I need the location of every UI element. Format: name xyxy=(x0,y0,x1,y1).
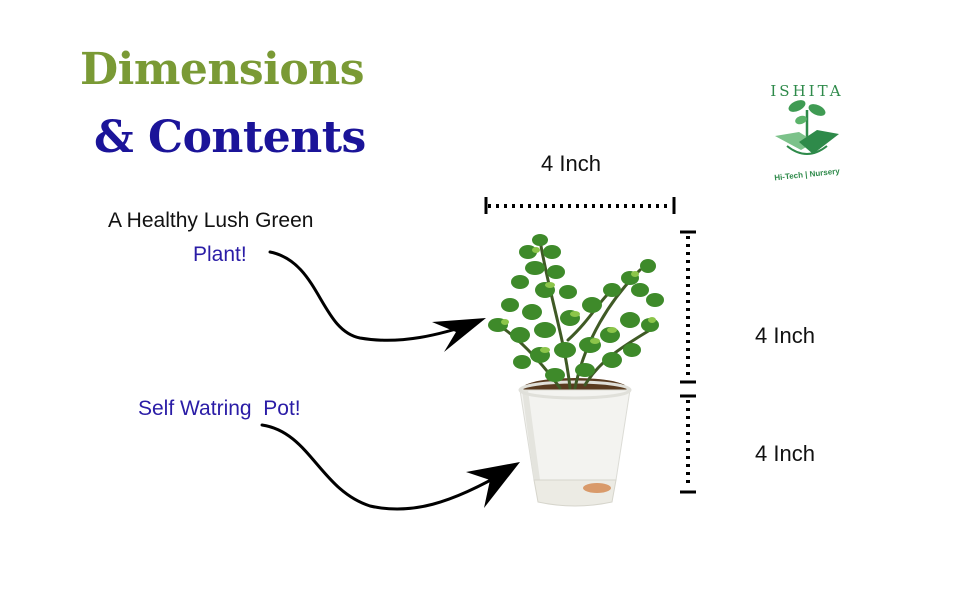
plant-height-dimension-line xyxy=(680,230,696,384)
heading-dimensions: Dimensions xyxy=(80,44,365,95)
plant-height-dimension-label: 4 Inch xyxy=(755,323,815,348)
plant-label-line1: A Healthy Lush Green xyxy=(108,209,314,232)
width-dimension-label: 4 Inch xyxy=(541,151,601,176)
plant-label-line2: Plant! xyxy=(193,243,247,266)
handshake-sprout-icon xyxy=(775,100,839,155)
width-dimension-line xyxy=(484,197,676,214)
pot-label: Self Watring Pot! xyxy=(138,397,301,420)
logo-name: ISHITA xyxy=(770,82,844,100)
ishita-nursery-logo: ISHITA Hi-Tech | Nursery xyxy=(757,76,857,188)
pot-height-dimension-line xyxy=(680,394,696,494)
jade-plant-image xyxy=(488,234,664,390)
heading-contents: & Contents xyxy=(94,112,366,163)
arrow-to-pot-icon xyxy=(260,423,520,511)
arrow-to-plant-icon xyxy=(268,250,486,352)
pot-height-dimension-label: 4 Inch xyxy=(755,441,815,466)
self-watering-pot-image xyxy=(518,378,632,507)
